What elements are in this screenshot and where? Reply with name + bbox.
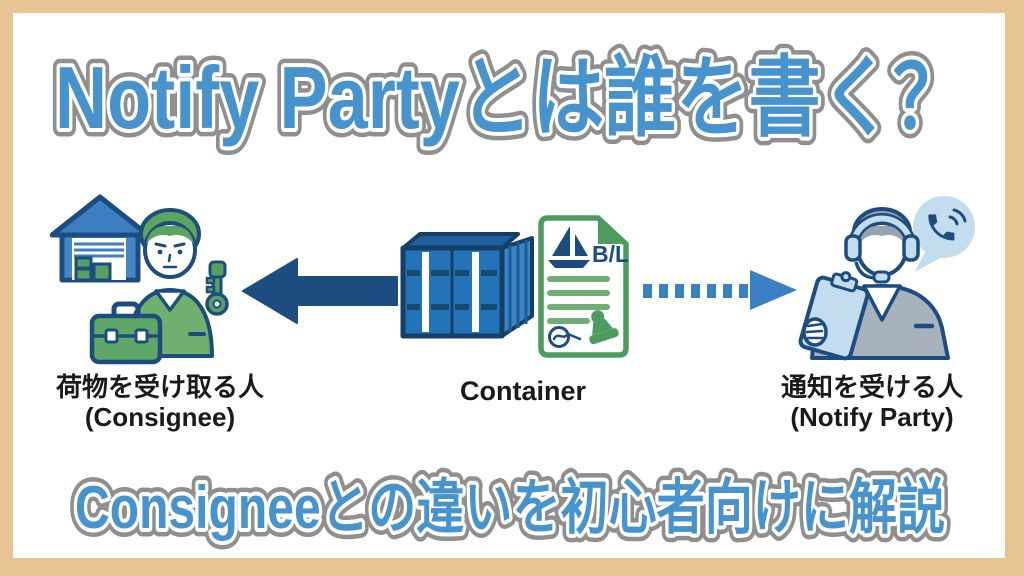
consignee-label: 荷物を受け取る人 (Consignee) [40, 372, 280, 432]
container-icon [400, 232, 534, 339]
hand [802, 317, 828, 347]
dotted-arrow-right-icon [643, 270, 797, 310]
operator-person-icon [798, 207, 950, 361]
briefcase-icon [89, 301, 163, 365]
consignee-label-en: (Consignee) [84, 402, 236, 432]
sailboat-icon [548, 226, 590, 268]
solid-arrow-left-icon [242, 258, 398, 324]
consignee-label-jp: 荷物を受け取る人 [55, 372, 264, 402]
consignee-icon-group [50, 194, 229, 365]
notify-party-label-en: (Notify Party) [790, 402, 954, 432]
tagline: Consigneeとの違いを初心者向けに解説 [75, 474, 945, 541]
stamp-icon [589, 310, 619, 345]
phone-icon [928, 208, 967, 241]
bl-label: B/L [592, 241, 629, 267]
headset-icon [844, 213, 920, 284]
page-title-outline: Notify Partyとは誰を書く？ [55, 48, 965, 147]
tagline-banner: Consigneeとの違いを初心者向けに解説 Consigneeとの違いを初心者… [67, 466, 954, 550]
container-label: Container [459, 376, 586, 406]
signature-icon [548, 326, 582, 348]
notify-party-label-jp: 通知を受ける人 [780, 372, 963, 402]
tagline-outline: Consigneeとの違いを初心者向けに解説 [75, 474, 945, 541]
warehouse-icon [50, 194, 151, 283]
key-icon [205, 260, 229, 316]
notify-party-icon-group [798, 196, 975, 361]
title-banner: Notify Partyとは誰を書く？ Notify Partyとは誰を書く？ [47, 40, 974, 156]
bl-document-icon: B/L [538, 215, 629, 358]
notify-party-label: 通知を受ける人 (Notify Party) [752, 372, 992, 432]
phone-speech-bubble-icon [913, 196, 975, 272]
page-title: Notify Partyとは誰を書く？ [55, 48, 965, 147]
